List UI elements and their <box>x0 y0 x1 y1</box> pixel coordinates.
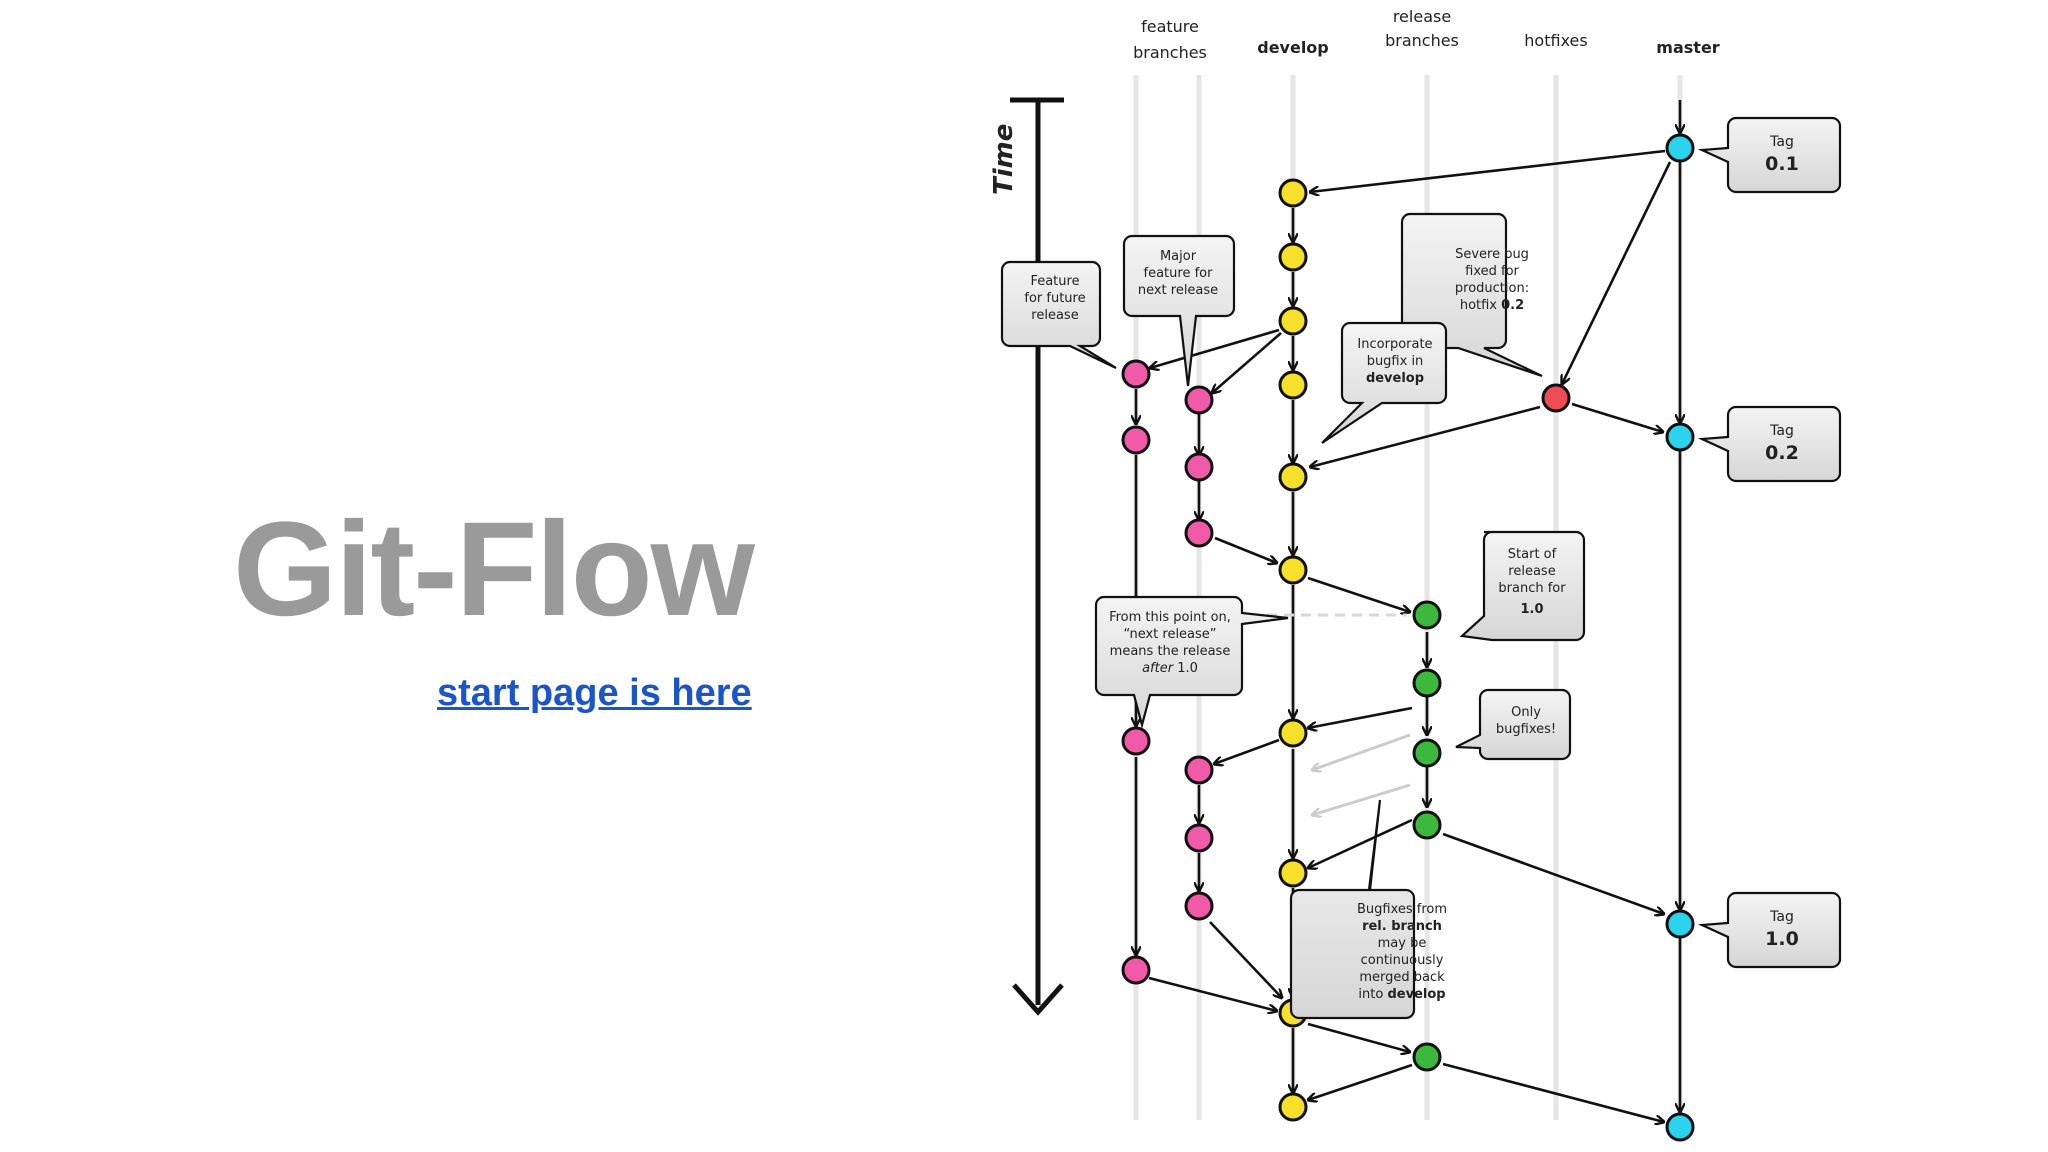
release-commit-node <box>1412 738 1442 768</box>
bubble-from-this-point-2: “next release” <box>1123 627 1216 642</box>
bubble-major-feature-3: next release <box>1138 283 1218 298</box>
tag-0-2-label: Tag <box>1769 423 1794 439</box>
time-label: Time <box>989 124 1019 195</box>
bubble-start-release-2: release <box>1508 564 1555 579</box>
lane-header-master: master <box>1656 38 1719 57</box>
release-commit-node <box>1412 1042 1442 1072</box>
bubble-feature-future-1: Feature <box>1030 274 1079 289</box>
commit-nodes <box>1121 133 1695 1142</box>
feature-commit-node <box>1184 518 1214 548</box>
bubble-bugfixes-rel-5: merged back <box>1359 970 1445 985</box>
bubble-major-feature-2: feature for <box>1144 266 1214 281</box>
tag-callouts: Tag 0.1 Tag 0.2 Tag 1.0 <box>1697 116 1842 969</box>
release-commit-node <box>1412 810 1442 840</box>
bubble-only-bugfixes-1: Only <box>1511 705 1541 720</box>
feature-commit-node <box>1121 425 1151 455</box>
bubble-major-feature-1: Major <box>1160 249 1197 264</box>
tag-1-0-label: Tag <box>1769 909 1794 925</box>
feature-commit-node <box>1121 359 1151 389</box>
bubble-from-this-point: From this point on, “next release” means… <box>1094 595 1289 730</box>
bubble-from-this-point-3: means the release <box>1110 644 1231 659</box>
feature-commit-node <box>1121 726 1151 756</box>
callouts: Feature for future release Major feature… <box>1000 212 1586 1020</box>
master-commit-node <box>1665 1112 1695 1142</box>
feature-commit-node <box>1184 452 1214 482</box>
develop-commit-node <box>1278 555 1308 585</box>
tag-1-0: Tag 1.0 <box>1697 891 1842 969</box>
bubble-severe-bug-1: Severe bug <box>1455 247 1529 262</box>
bubble-feature-future: Feature for future release <box>1000 260 1117 369</box>
master-commit-node <box>1665 909 1695 939</box>
feature-commit-node <box>1184 891 1214 921</box>
bubble-major-feature: Major feature for next release <box>1122 234 1236 387</box>
feature-commit-node <box>1184 385 1214 415</box>
lane-header-develop: develop <box>1257 38 1329 57</box>
bubble-only-bugfixes-2: bugfixes! <box>1496 722 1556 737</box>
bubble-severe-bug-2: fixed for <box>1465 264 1519 279</box>
lane-header-feature-1: feature <box>1141 17 1199 36</box>
bubble-bugfixes-rel-2: rel. branch <box>1362 919 1442 934</box>
bubble-bugfixes-rel-3: may be <box>1378 936 1427 951</box>
bubble-incorporate-3: develop <box>1366 371 1424 386</box>
bubble-from-this-point-1: From this point on, <box>1109 610 1231 625</box>
bubble-bugfixes-rel-4: continuously <box>1361 953 1444 968</box>
lane-headers: feature branches develop release branche… <box>1133 7 1720 62</box>
develop-commit-node <box>1278 370 1308 400</box>
bubble-incorporate-1: Incorporate <box>1357 337 1432 352</box>
bubble-severe-bug-3: production: <box>1455 281 1529 296</box>
bubble-from-this-point-4: after 1.0 <box>1142 661 1198 676</box>
bubble-start-release: Start of release branch for 1.0 <box>1459 530 1586 642</box>
feature-commit-node <box>1184 823 1214 853</box>
tag-0-2: Tag 0.2 <box>1697 405 1842 483</box>
bubble-start-release-3: branch for <box>1498 581 1566 596</box>
start-page-link[interactable]: start page is here <box>437 672 752 714</box>
feature-commit-node <box>1121 955 1151 985</box>
bubble-bugfixes-rel-1: Bugfixes from <box>1357 902 1447 917</box>
feature-commit-node <box>1184 755 1214 785</box>
release-commit-node <box>1412 668 1442 698</box>
slide-title: Git-Flow <box>233 495 755 644</box>
bubble-feature-future-3: release <box>1031 308 1078 323</box>
bubble-severe-bug-4: hotfix 0.2 <box>1460 298 1524 313</box>
develop-commit-node <box>1278 178 1308 208</box>
develop-commit-node <box>1278 1092 1308 1122</box>
bubble-only-bugfixes: Only bugfixes! <box>1455 688 1572 761</box>
develop-commit-node <box>1278 718 1308 748</box>
develop-commit-node <box>1278 462 1308 492</box>
lane-header-release-1: release <box>1393 7 1451 26</box>
lane-header-hotfixes: hotfixes <box>1524 31 1587 50</box>
bubble-incorporate-2: bugfix in <box>1367 354 1424 369</box>
lane-header-feature-2: branches <box>1133 43 1207 62</box>
dashed-guides <box>1250 613 1411 815</box>
release-commit-node <box>1412 600 1442 630</box>
tag-0-1-label: Tag <box>1769 134 1794 150</box>
develop-commit-node <box>1278 858 1308 888</box>
bubble-bugfixes-rel-6: into develop <box>1358 987 1445 1002</box>
time-axis: Time <box>989 97 1064 1016</box>
commit-edges <box>1136 100 1680 1122</box>
master-commit-node <box>1665 422 1695 452</box>
bubble-feature-future-2: for future <box>1024 291 1085 306</box>
develop-commit-node <box>1278 242 1308 272</box>
bubble-start-release-4: 1.0 <box>1520 602 1543 617</box>
tag-0-1-version: 0.1 <box>1765 153 1799 175</box>
tag-0-2-version: 0.2 <box>1765 442 1799 464</box>
bubble-bugfixes-rel: Bugfixes from rel. branch may be continu… <box>1289 799 1447 1020</box>
tag-0-1: Tag 0.1 <box>1697 116 1842 194</box>
bubble-start-release-1: Start of <box>1508 547 1557 562</box>
bubble-incorporate: Incorporate bugfix in develop <box>1321 321 1448 444</box>
master-commit-node <box>1665 133 1695 163</box>
develop-commit-node <box>1278 306 1308 336</box>
hotfix-commit-node <box>1541 383 1571 413</box>
lane-header-release-2: branches <box>1385 31 1459 50</box>
tag-1-0-version: 1.0 <box>1765 928 1799 950</box>
